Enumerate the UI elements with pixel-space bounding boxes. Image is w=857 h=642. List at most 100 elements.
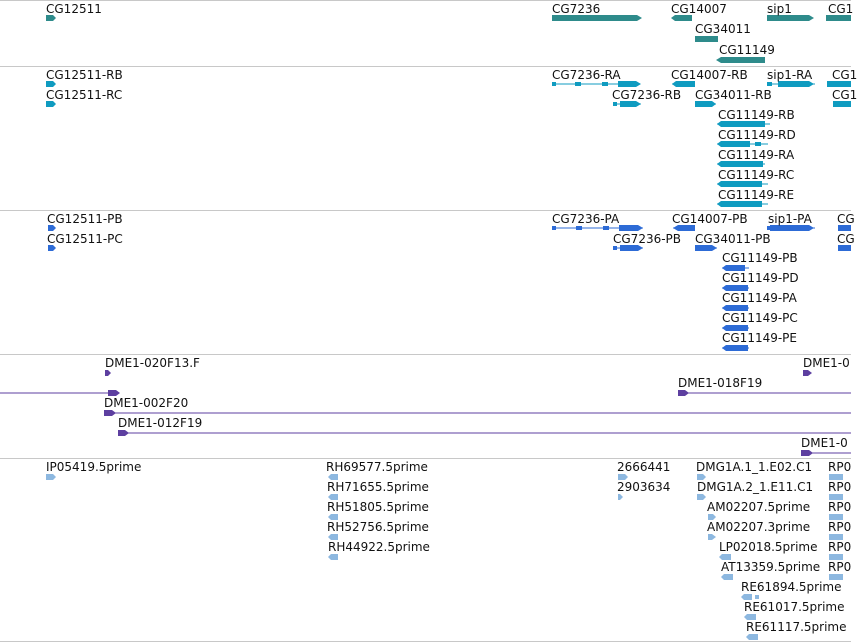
track-transcripts-glyphs	[46, 81, 851, 207]
feature-sip1	[767, 15, 814, 21]
feature-RP0-edge	[829, 494, 843, 500]
feature-label: RP0	[828, 460, 852, 474]
feature-CG12511	[46, 15, 56, 21]
feature-label: CG11149-RE	[718, 188, 795, 202]
feature-label: CG11149-RC	[718, 168, 795, 182]
feature-label: CG1	[828, 2, 854, 16]
feature-RH51805.5prime	[328, 514, 338, 520]
feature-DME1-002F20	[104, 410, 851, 416]
track-genes-glyphs	[46, 15, 851, 63]
feature-CG11149-PD	[722, 285, 749, 291]
feature-CG7236	[552, 15, 642, 21]
track-clones-glyphs	[0, 370, 851, 456]
feature-label: sip1-RA	[767, 68, 813, 82]
feature-CG11149-PC	[722, 325, 749, 331]
feature-label: CG11149-PE	[722, 331, 797, 345]
feature-label: IP05419.5prime	[46, 460, 142, 474]
feature-label: CG11149-RB	[718, 108, 795, 122]
feature-label: CG12511	[46, 2, 102, 16]
feature-2666441	[618, 474, 628, 480]
feature-label: CG1	[832, 88, 857, 102]
feature-sip1-PA	[767, 225, 815, 231]
feature-CG11149-PA	[722, 305, 749, 311]
feature-label: CG11149-PB	[722, 251, 798, 265]
feature-CG14007-PB	[673, 225, 695, 231]
feature-label: LP02018.5prime	[719, 540, 818, 554]
feature-CG7236-PA	[552, 225, 643, 231]
feature-CG11149-RE	[717, 201, 768, 207]
track-clones: DME1-020F13.F DME1-018F19 DME1-002F20 DM…	[0, 354, 851, 459]
feature-sip1-RA	[767, 81, 815, 87]
feature-DME1-020F13.F	[105, 370, 111, 376]
feature-label: CG11149	[719, 43, 775, 57]
feature-label: RP0	[828, 500, 852, 514]
track-divider	[0, 210, 851, 211]
feature-label: CG12511-PB	[47, 212, 123, 226]
track-proteins: CG12511-PB CG12511-PC CG7236-PA CG7236-P…	[0, 210, 855, 355]
feature-IP05419.5prime	[46, 474, 56, 480]
feature-RP0-edge	[829, 554, 843, 560]
feature-label: CG12511-RB	[46, 68, 123, 82]
feature-label: sip1	[767, 2, 792, 16]
feature-label: DMG1A.2_1.E11.C1	[697, 480, 814, 494]
feature-label: CG14007-PB	[672, 212, 748, 226]
track-ests: IP05419.5prime RH69577.5prime RH71655.5p…	[0, 458, 851, 642]
feature-CG11149-RC	[717, 181, 768, 187]
feature-RH69577.5prime	[328, 474, 338, 480]
feature-label: 2666441	[617, 460, 671, 474]
feature-CG12511-RB	[46, 81, 56, 87]
feature-RE61117.5prime	[746, 634, 758, 640]
track-divider	[0, 354, 851, 355]
feature-label: DME1-0	[801, 436, 848, 450]
feature-CG34011-RB	[695, 101, 716, 107]
feature-DME1-0-top	[803, 370, 812, 376]
feature-DME1-012F19	[118, 430, 851, 436]
feature-CG11149-RA	[717, 161, 765, 167]
feature-label: CG14007-RB	[671, 68, 748, 82]
feature-label: CG7236	[552, 2, 601, 16]
feature-label: CG7236-RA	[552, 68, 621, 82]
feature-label: CG11149-PD	[722, 271, 799, 285]
feature-label: CG12511-PC	[47, 232, 123, 246]
feature-label: CG11149-PC	[722, 311, 798, 325]
feature-label: RP0	[828, 480, 852, 494]
feature-label: CG1	[832, 68, 857, 82]
feature-RE61894.5prime-block	[755, 595, 759, 599]
feature-CG34011-PB	[695, 245, 717, 251]
feature-DMG1A.1_1.E02.C1	[697, 474, 706, 480]
feature-LP02018.5prime	[719, 554, 731, 560]
track-ests-glyphs	[46, 474, 843, 640]
feature-AT13359.5prime	[721, 574, 733, 580]
feature-CG1-edge	[827, 81, 851, 87]
feature-label: DME1-0	[803, 356, 850, 370]
feature-label: CG34011-PB	[695, 232, 771, 246]
feature-label: RH71655.5prime	[327, 480, 429, 494]
feature-label: RH51805.5prime	[327, 500, 429, 514]
feature-CG11149	[716, 57, 765, 63]
feature-CG1	[826, 15, 851, 21]
track-genes: CG12511 CG7236 CG14007 sip1 CG1 CG34011 …	[0, 0, 854, 67]
feature-label: AM02207.3prime	[707, 520, 811, 534]
feature-label: CG34011-RB	[695, 88, 772, 102]
feature-AM02207.5prime	[708, 514, 716, 520]
feature-label: CG34011	[695, 22, 751, 36]
feature-RE61894.5prime	[741, 594, 752, 600]
track-transcripts: CG12511-RB CG12511-RC CG7236-RA CG7236-R…	[0, 66, 857, 211]
feature-CG11149-PE	[722, 345, 749, 351]
feature-label: CG12511-RC	[46, 88, 123, 102]
feature-CG7236-RA	[552, 81, 641, 87]
feature-CG1-edge	[833, 101, 851, 107]
feature-label: RP0	[828, 520, 852, 534]
feature-RH52756.5prime	[328, 534, 338, 540]
feature-CG11149-RB	[717, 121, 770, 127]
feature-label: RP0	[828, 560, 852, 574]
feature-label: RH44922.5prime	[328, 540, 430, 554]
feature-DME1-0-bottom	[801, 450, 851, 456]
feature-label: AT13359.5prime	[721, 560, 821, 574]
feature-2903634	[618, 494, 623, 500]
feature-label: CG11149-PA	[722, 291, 797, 305]
track-divider	[0, 458, 851, 459]
feature-label: CG7236-RB	[612, 88, 682, 102]
feature-CG11149-RD	[717, 141, 768, 147]
